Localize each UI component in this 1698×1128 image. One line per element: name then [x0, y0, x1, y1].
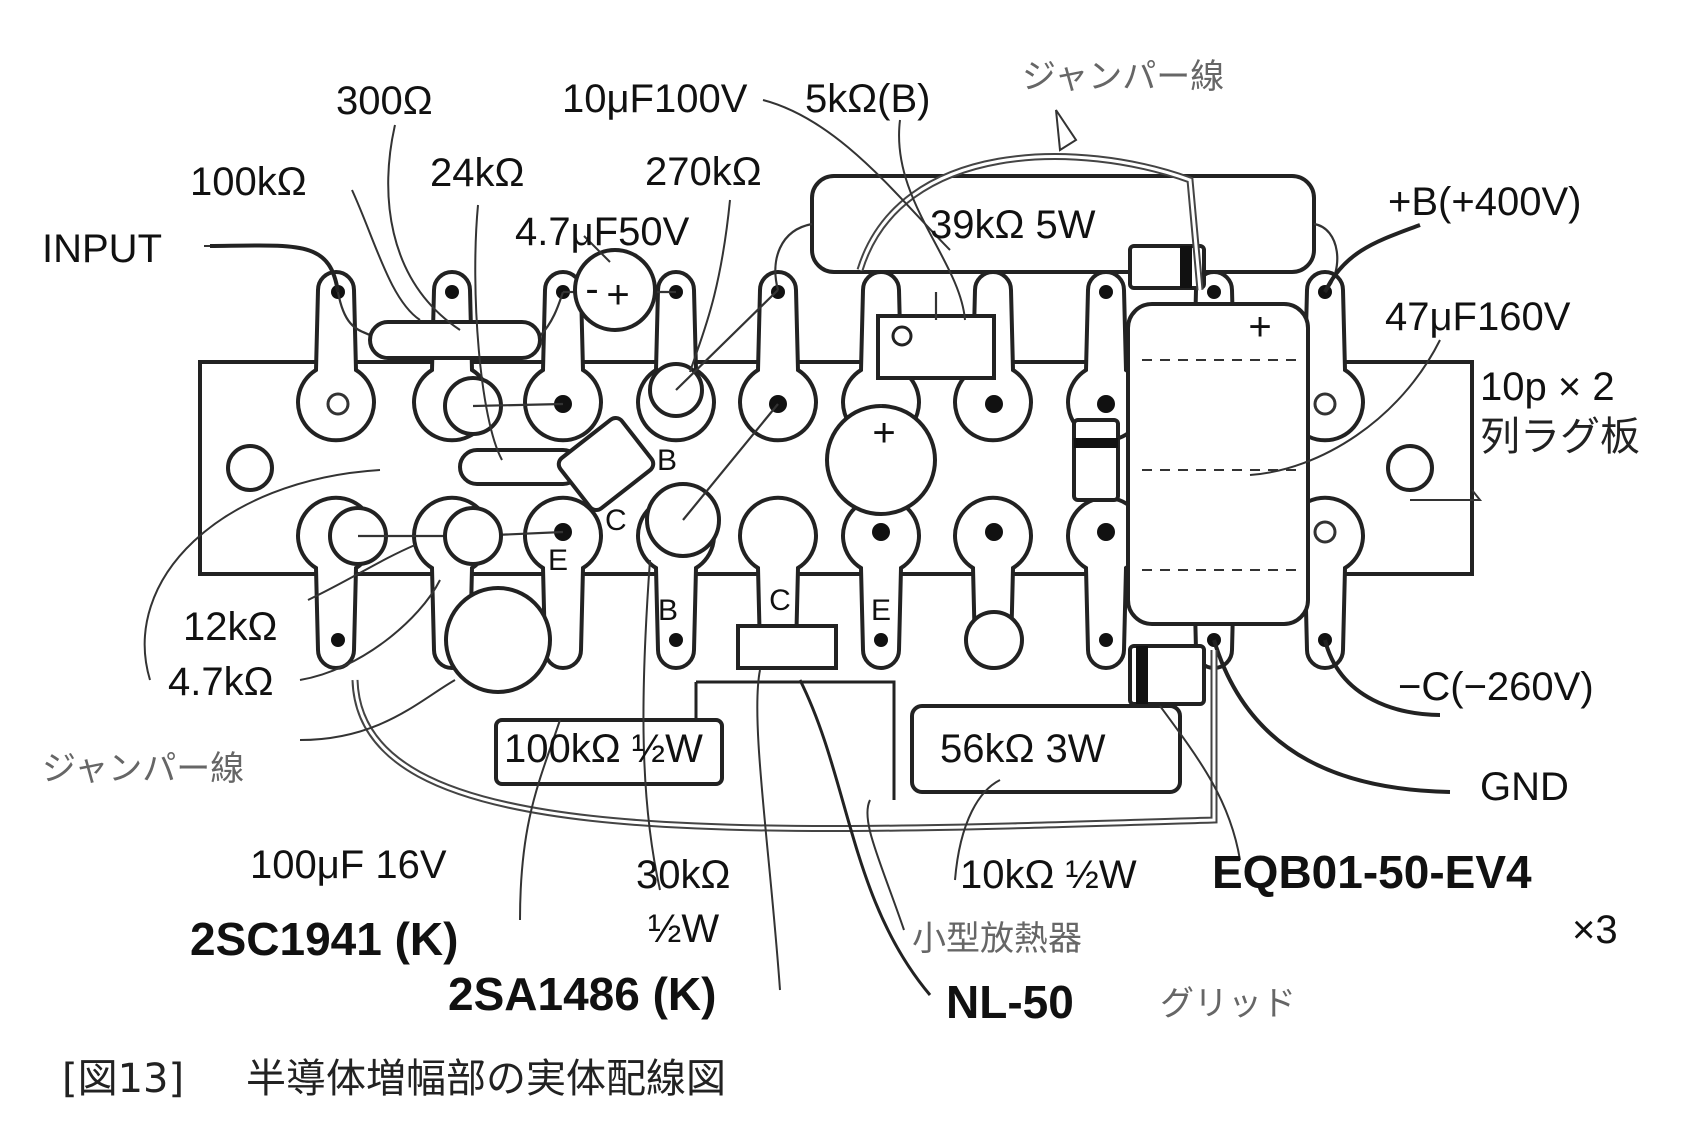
label-r-30k: 30kΩ [636, 853, 730, 897]
caption-title: 半導体増幅部の実体配線図 [246, 1056, 726, 1102]
polarity-plus: + [606, 273, 629, 317]
labels: INPUT 100kΩ 300Ω 24kΩ 10μF100V 5kΩ(B) ジャ… [42, 57, 1640, 1028]
transistor-2sc1941: B C E [548, 416, 677, 577]
resistor-270k [648, 289, 779, 418]
wiring [204, 153, 1451, 833]
pin-b-1: B [657, 444, 677, 477]
label-r-39k: 39kΩ 5W [930, 203, 1096, 247]
heatsink-small: C B E [658, 584, 896, 800]
capacitor-100uf [444, 586, 552, 694]
capacitor-4-7uf: + - [563, 248, 676, 332]
label-lug-board-2: 列ラグ板 [1480, 414, 1640, 460]
label-c-4-7uf: 4.7μF50V [515, 210, 690, 254]
resistor-4-7k [443, 506, 503, 566]
label-c-10uf: 10μF100V [562, 77, 748, 121]
label-grid: グリッド [1160, 984, 1296, 1024]
leader-lines [143, 99, 1483, 996]
pin-c-1: C [605, 504, 627, 537]
figure-caption: [図13] 半導体増幅部の実体配線図 [62, 1056, 726, 1102]
capacitor-10uf: + [825, 404, 937, 516]
label-r-270k: 270kΩ [645, 150, 762, 194]
resistor-12k [328, 506, 564, 566]
label-jumper-left: ジャンパー線 [42, 749, 244, 789]
resistor-24k [443, 376, 564, 436]
diode-middle [1072, 418, 1120, 502]
resistor-300ohm [336, 291, 565, 360]
label-2sa1486: 2SA1486 (K) [448, 968, 716, 1020]
label-r-24k: 24kΩ [430, 151, 524, 195]
label-plus-b: +B(+400V) [1388, 180, 1581, 224]
label-r-30k-w: ½W [648, 907, 719, 951]
label-c-47uf: 47μF160V [1385, 295, 1571, 339]
capacitor-47uf: + [1126, 302, 1310, 626]
pin-e-1: E [548, 544, 568, 577]
label-lug-board-1: 10p × 2 [1480, 365, 1615, 409]
label-r-10k: 10kΩ ½W [960, 853, 1137, 897]
polarity-minus: - [585, 267, 598, 311]
pin-c-2: C [769, 584, 791, 617]
pin-e-2: E [871, 594, 891, 627]
label-c-100uf: 100μF 16V [250, 843, 447, 887]
label-r-300: 300Ω [336, 79, 433, 123]
label-nl50: NL-50 [946, 976, 1074, 1028]
label-r-100k-half: 100kΩ ½W [504, 727, 703, 771]
label-r-100k: 100kΩ [190, 160, 307, 204]
label-r-12k: 12kΩ [183, 605, 277, 649]
label-jumper-top: ジャンパー線 [1022, 57, 1224, 97]
resistor-56k-3w [910, 704, 1182, 794]
label-r-4-7k: 4.7kΩ [168, 660, 274, 704]
caption-figure-number: [図13] [62, 1056, 184, 1102]
diode-bottom [1128, 644, 1206, 706]
resistor-30k [645, 403, 779, 558]
label-heatsink: 小型放熱器 [912, 919, 1082, 959]
label-minus-c: −C(−260V) [1398, 665, 1594, 709]
polarity-plus: + [872, 411, 895, 455]
label-diode-qty: ×3 [1572, 908, 1618, 952]
label-2sc1941: 2SC1941 (K) [190, 913, 458, 965]
label-input: INPUT [42, 227, 162, 271]
transistor-2sa1486 [964, 610, 1024, 670]
diode-top [1128, 244, 1206, 290]
label-vr-5k: 5kΩ(B) [805, 77, 930, 121]
polarity-plus: + [1248, 305, 1271, 349]
resistor-100k-half [494, 718, 724, 786]
label-r-56k: 56kΩ 3W [940, 727, 1106, 771]
label-gnd: GND [1480, 765, 1569, 809]
pin-b-2: B [658, 594, 678, 627]
label-diode: EQB01-50-EV4 [1212, 846, 1532, 898]
trimmer-5k [876, 292, 996, 380]
